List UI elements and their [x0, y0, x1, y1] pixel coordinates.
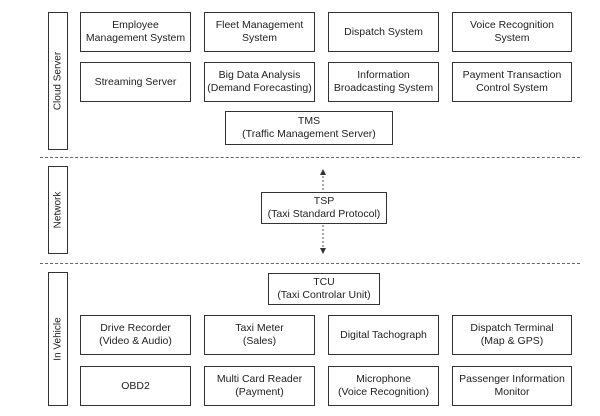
obd2-box: OBD2: [80, 366, 191, 406]
streaming-server-box: Streaming Server: [80, 62, 191, 102]
digital-tachograph-box: Digital Tachograph: [328, 315, 439, 355]
passenger-information-monitor-box: Passenger Information Monitor: [452, 366, 572, 406]
employee-management-system-box: Employee Management System: [80, 12, 191, 52]
big-data-analysis-box: Big Data Analysis (Demand Forecasting): [204, 62, 315, 102]
drive-recorder-box: Drive Recorder (Video & Audio): [80, 315, 191, 355]
tsp-box: TSP (Taxi Standard Protocol): [261, 192, 387, 224]
tms-box: TMS (Traffic Management Server): [225, 111, 393, 145]
multi-card-reader-box: Multi Card Reader (Payment): [204, 366, 315, 406]
taxi-meter-box: Taxi Meter (Sales): [204, 315, 315, 355]
dispatch-system-box: Dispatch System: [328, 12, 439, 52]
tcu-box: TCU (Taxi Controlar Unit): [268, 273, 380, 305]
dispatch-terminal-box: Dispatch Terminal (Map & GPS): [452, 315, 572, 355]
arrow-head-up: [320, 169, 326, 175]
payment-transaction-control-system-box: Payment Transaction Control System: [452, 62, 572, 102]
divider-cloud-network: [40, 157, 580, 158]
fleet-management-system-box: Fleet Management System: [204, 12, 315, 52]
voice-recognition-system-box: Voice Recognition System: [452, 12, 572, 52]
cloud-server-label-box: Cloud Server: [48, 12, 68, 150]
network-label-box: Network: [48, 166, 68, 254]
in-vehicle-label-box: In Vehicle: [48, 272, 68, 406]
information-broadcasting-system-box: Information Broadcasting System: [328, 62, 439, 102]
divider-network-vehicle: [40, 263, 580, 264]
microphone-box: Microphone (Voice Recognition): [328, 366, 439, 406]
arrow-head-down: [320, 248, 326, 254]
